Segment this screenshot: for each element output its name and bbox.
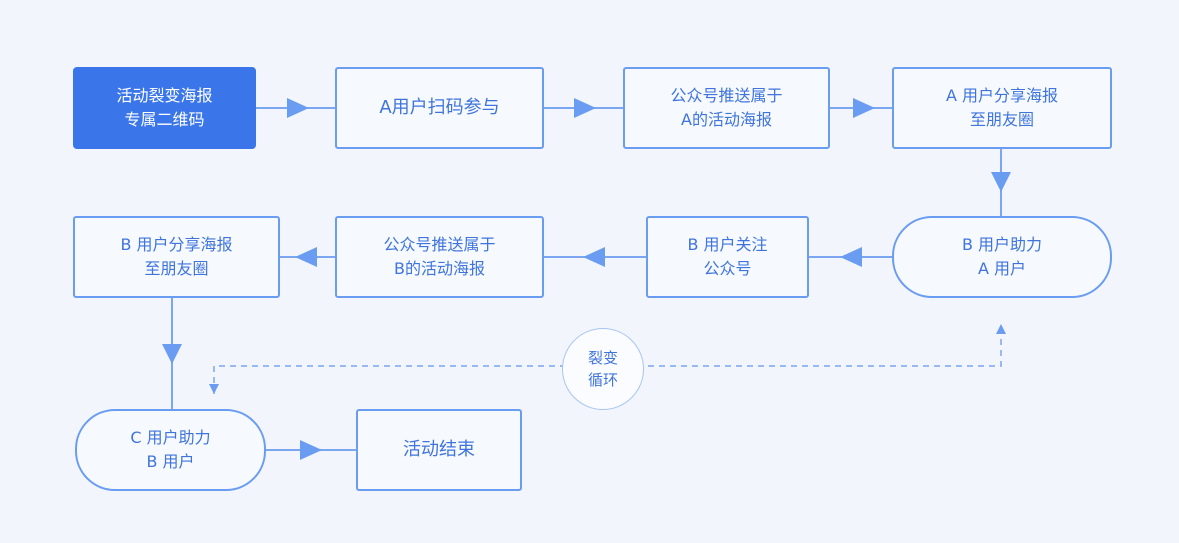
node-poster-qr: 活动裂变海报 专属二维码	[73, 67, 256, 149]
node-push-b-poster: 公众号推送属于 B的活动海报	[335, 216, 544, 298]
arrowhead-down	[991, 172, 1011, 192]
node-b-follow: B 用户关注 公众号	[646, 216, 809, 298]
node-end: 活动结束	[356, 409, 522, 491]
arrowhead-down	[162, 344, 182, 364]
node-c-help-b: C 用户助力 B 用户	[75, 409, 266, 491]
arrowhead-left	[295, 247, 317, 267]
arrowhead-left	[583, 247, 605, 267]
node-a-scan: A用户扫码参与	[335, 67, 544, 149]
arrowhead-down-small	[209, 384, 219, 394]
arrowhead-right	[574, 98, 596, 118]
node-b-help-a: B 用户助力 A 用户	[892, 216, 1112, 298]
node-a-share: A 用户分享海报 至朋友圈	[892, 67, 1112, 149]
node-b-share: B 用户分享海报 至朋友圈	[73, 216, 280, 298]
arrowhead-right	[287, 98, 309, 118]
arrowhead-up-small	[996, 324, 1006, 334]
node-push-a-poster: 公众号推送属于 A的活动海报	[623, 67, 830, 149]
loop-badge: 裂变 循环	[562, 328, 644, 410]
arrowhead-left	[840, 247, 862, 267]
arrowhead-right	[300, 440, 322, 460]
arrowhead-right	[853, 98, 875, 118]
